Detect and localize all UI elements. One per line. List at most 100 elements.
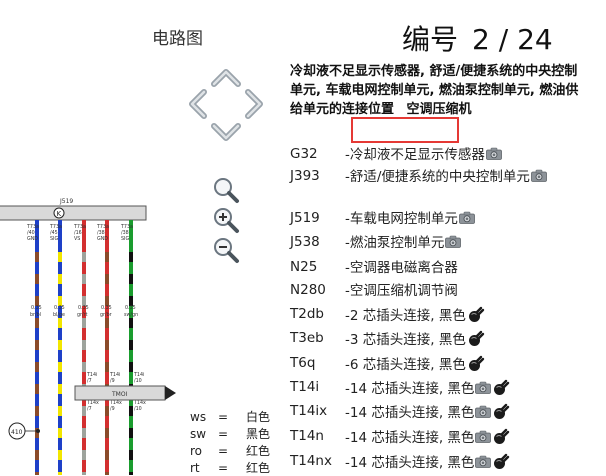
highlighted-component[interactable]: 空调压缩机: [406, 102, 472, 117]
plug-icon[interactable]: [468, 330, 485, 347]
pin-sig-label: SIG: [121, 236, 129, 242]
wire-size-label: 0.35: [31, 305, 42, 311]
pan-up-button[interactable]: [206, 62, 246, 102]
component-code: N280: [290, 282, 326, 298]
component-description-text: -车载电网控制单元: [345, 211, 458, 227]
plug-icon[interactable]: [493, 453, 510, 470]
component-code: T14i: [290, 379, 320, 395]
plug-icon[interactable]: [493, 428, 510, 445]
component-description-text: -14 芯插头连接, 黑色: [345, 405, 475, 421]
camera-icon[interactable]: [475, 381, 492, 394]
wire-group: T73a/40GND0.35br/blT73a/45SIG0.35bl/geT7…: [26, 220, 146, 475]
camera-icon[interactable]: [475, 455, 492, 468]
component-code: T6q: [290, 355, 316, 371]
pin-top-label: T73a: [96, 224, 109, 230]
component-code: J393: [290, 168, 320, 184]
component-code: T2db: [290, 306, 324, 322]
plug-icon[interactable]: [493, 379, 510, 396]
wire-color-label: sw/gn: [124, 312, 138, 318]
legend-equals: =: [218, 461, 229, 475]
legend-row: rt=红色: [190, 459, 270, 476]
wire-color-label: gr/br: [100, 312, 112, 318]
component-code: N25: [290, 259, 318, 275]
chevron-down-icon: [211, 123, 241, 141]
control-unit-bar: [0, 205, 147, 221]
component-description-text: -2 芯插头连接, 黑色: [345, 308, 466, 324]
component-description: -14 芯插头连接, 黑色: [345, 453, 595, 473]
wire-size-label: 0.35: [125, 305, 136, 311]
camera-icon[interactable]: [485, 147, 502, 160]
magnifier-icon: [214, 178, 239, 203]
pin-sig-label: SIG: [50, 236, 58, 242]
legend-row: ro=红色: [190, 442, 270, 459]
component-description-text: -3 芯插头连接, 黑色: [345, 332, 466, 348]
page-number: 2 / 24: [472, 23, 553, 56]
wire-color-label: br/bl: [30, 312, 41, 318]
component-code: T14nx: [290, 453, 332, 469]
legend-code: rt: [190, 461, 200, 475]
connector-pin-number: /10: [134, 378, 142, 384]
connector-pin-number: /7: [87, 378, 92, 384]
description-panel: 冷却液不足显示传感器, 舒适/便捷系统的中央控制单元, 车载电网控制单元, 燃油…: [290, 62, 590, 119]
connector-pin-label: T14x: [86, 400, 99, 406]
camera-icon[interactable]: [531, 169, 547, 182]
connector-pin-number: /9: [110, 406, 115, 412]
component-description: -冷却液不足显示传感器: [345, 146, 595, 165]
component-description: -14 芯插头连接, 黑色: [345, 403, 595, 423]
zoom-out-button[interactable]: [212, 236, 240, 264]
plug-icon[interactable]: [468, 306, 485, 323]
wire-size-label: 0.35: [101, 305, 112, 311]
chevron-right-icon: [245, 89, 263, 119]
connector-pin-number: /9: [110, 378, 115, 384]
plug-icon[interactable]: [493, 403, 510, 420]
legend-color-name: 白色: [246, 410, 271, 424]
chevron-up-icon: [211, 69, 241, 87]
pin-top-label: T73a: [120, 224, 133, 230]
pin-top-label: T73a: [73, 224, 86, 230]
zoom-fit-button[interactable]: [212, 176, 240, 204]
component-description: -14 芯插头连接, 黑色: [345, 379, 595, 399]
component-description-text: -14 芯插头连接, 黑色: [345, 455, 475, 471]
legend-row: ws = 白色: [190, 408, 270, 425]
pan-left-button[interactable]: [182, 84, 222, 124]
pin-num-label: /38: [121, 230, 129, 236]
connector-tmoi: TMOI: [74, 385, 176, 401]
pin-sig-label: VS: [74, 236, 80, 242]
camera-icon[interactable]: [445, 235, 462, 248]
pin-top-label: T73a: [26, 224, 39, 230]
connector-pin-label: T14x: [133, 400, 146, 406]
component-description: -2 芯插头连接, 黑色: [345, 306, 595, 326]
component-code: T3eb: [290, 330, 324, 346]
zoom-in-button[interactable]: [212, 206, 240, 234]
node-410: 410: [8, 422, 40, 440]
component-description: -舒适/便捷系统的中央控制单元: [345, 168, 595, 187]
component-description-text: -空调器电磁离合器: [345, 260, 458, 276]
legend-equals: =: [218, 410, 229, 424]
component-description-text: -燃油泵控制单元: [345, 235, 445, 251]
component-code: J519: [290, 210, 320, 226]
legend-color-name: 红色: [246, 444, 271, 458]
unit-label: J519: [59, 198, 73, 205]
wiring-diagram[interactable]: J519 K T73a/40GND0.35br/blT73a/45SIG0.35…: [0, 190, 180, 475]
camera-icon[interactable]: [475, 405, 492, 418]
wire-color-label: gr/rt: [77, 312, 88, 318]
wire-color-label: bl/ge: [53, 312, 65, 318]
component-code: T14n: [290, 428, 324, 444]
legend-code: ws: [190, 410, 207, 424]
plug-icon[interactable]: [468, 355, 485, 372]
pan-right-button[interactable]: [230, 84, 270, 124]
pan-down-button[interactable]: [206, 108, 246, 148]
component-description: -6 芯插头连接, 黑色: [345, 355, 595, 375]
zoom-in-icon: [214, 208, 239, 233]
camera-icon[interactable]: [475, 430, 492, 443]
svg-text:K: K: [57, 210, 62, 218]
camera-icon[interactable]: [458, 211, 475, 224]
diagram-title: 电路图: [152, 29, 203, 49]
node-label: 410: [11, 429, 23, 436]
pin-num-label: /45: [50, 230, 58, 236]
